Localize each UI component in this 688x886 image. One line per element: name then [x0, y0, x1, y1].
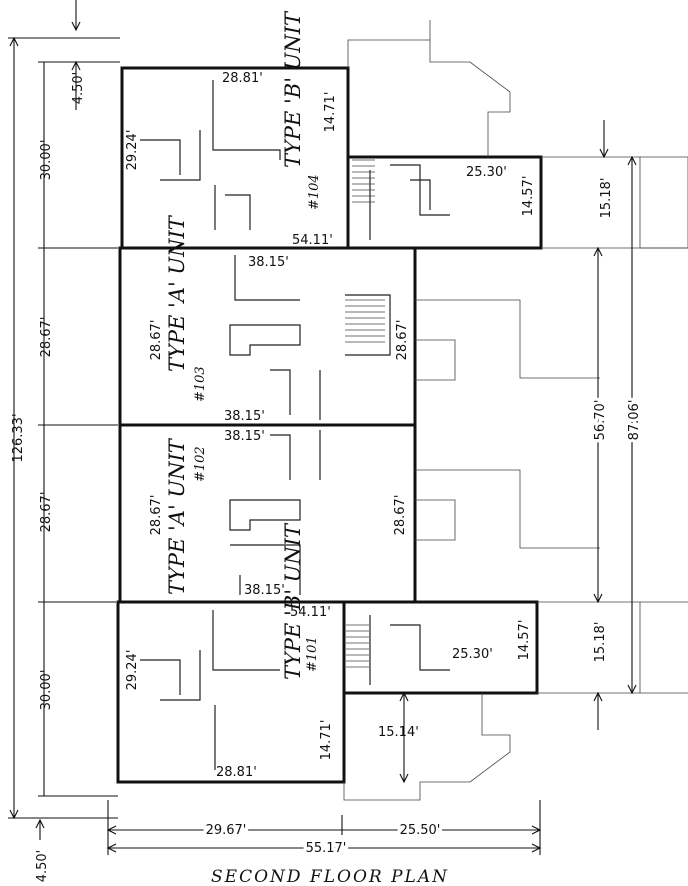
exterior-walls [116, 66, 543, 784]
dim-b-bottom-ext-width: 25.30' [452, 647, 493, 662]
unit-b-bottom-label: TYPE 'B' UNIT [281, 522, 305, 680]
interior-partitions [140, 80, 450, 770]
dimension-labels: 126.33' 4.50' 4.50' 30.00' 28.67' 28.67'… [11, 71, 645, 883]
dim-a-lower-bottom: 38.15' [244, 583, 285, 598]
dim-bottom-left: 29.67' [206, 823, 247, 838]
dim-a-lower-left: 28.67' [149, 495, 164, 536]
dim-b-bottom-width: 28.81' [216, 765, 257, 780]
dim-right-outer: 87.06' [627, 400, 642, 441]
dim-b-bottom-court: 15.14' [378, 725, 419, 740]
dim-right-b-bottom: 15.18' [593, 622, 608, 663]
unit-a-lower-number: #102 [193, 446, 208, 482]
unit-a-upper-number: #103 [193, 366, 208, 402]
dim-right-b-top: 15.18' [599, 178, 614, 219]
dim-a-upper-width: 38.15' [248, 255, 289, 270]
dim-a-lower-top: 38.15' [224, 429, 265, 444]
dim-b-top-span: 54.11' [292, 233, 333, 248]
dim-a-lower-right: 28.67' [393, 495, 408, 536]
dim-b-top-depth: 14.71' [323, 92, 338, 133]
dim-b-bottom-depth: 14.71' [319, 720, 334, 761]
unit-a-upper-label: TYPE 'A' UNIT [165, 214, 189, 372]
dim-overall-height: 126.33' [11, 413, 26, 462]
unit-a-lower-label: TYPE 'A' UNIT [165, 437, 189, 595]
dim-b-bottom-span: 54.11' [290, 605, 331, 620]
dim-seg-b-bottom: 30.00' [39, 670, 54, 711]
dim-b-top-ext-depth: 14.57' [521, 176, 536, 217]
dim-bottom-total: 55.17' [306, 841, 347, 856]
dim-b-bottom-side: 29.24' [125, 650, 140, 691]
dim-bottom-offset: 4.50' [35, 850, 50, 883]
dim-right-inner: 56.70' [593, 400, 608, 441]
dim-b-top-width: 28.81' [222, 71, 263, 86]
dim-a-upper-bottom: 38.15' [224, 409, 265, 424]
unit-b-top-label: TYPE 'B' UNIT [281, 10, 305, 168]
dim-a-upper-right: 28.67' [395, 320, 410, 361]
dim-b-top-ext-width: 25.30' [466, 165, 507, 180]
dimension-lines [8, 0, 637, 855]
dim-a-upper-left: 28.67' [149, 320, 164, 361]
dim-b-top-side: 29.24' [125, 130, 140, 171]
dim-seg-a-lower: 28.67' [39, 492, 54, 533]
dim-top-offset: 4.50' [71, 72, 86, 105]
dim-seg-b-top: 30.00' [39, 140, 54, 181]
dim-b-bottom-ext-depth: 14.57' [517, 620, 532, 661]
context-outlines [343, 20, 688, 801]
unit-b-top-number: #104 [307, 174, 322, 210]
dim-seg-a-upper: 28.67' [39, 317, 54, 358]
dim-bottom-right: 25.50' [400, 823, 441, 838]
unit-b-bottom-number: #101 [305, 636, 320, 672]
unit-labels: TYPE 'B' UNIT #104 TYPE 'A' UNIT #103 TY… [165, 10, 322, 680]
plan-title: SECOND FLOOR PLAN [211, 867, 449, 886]
